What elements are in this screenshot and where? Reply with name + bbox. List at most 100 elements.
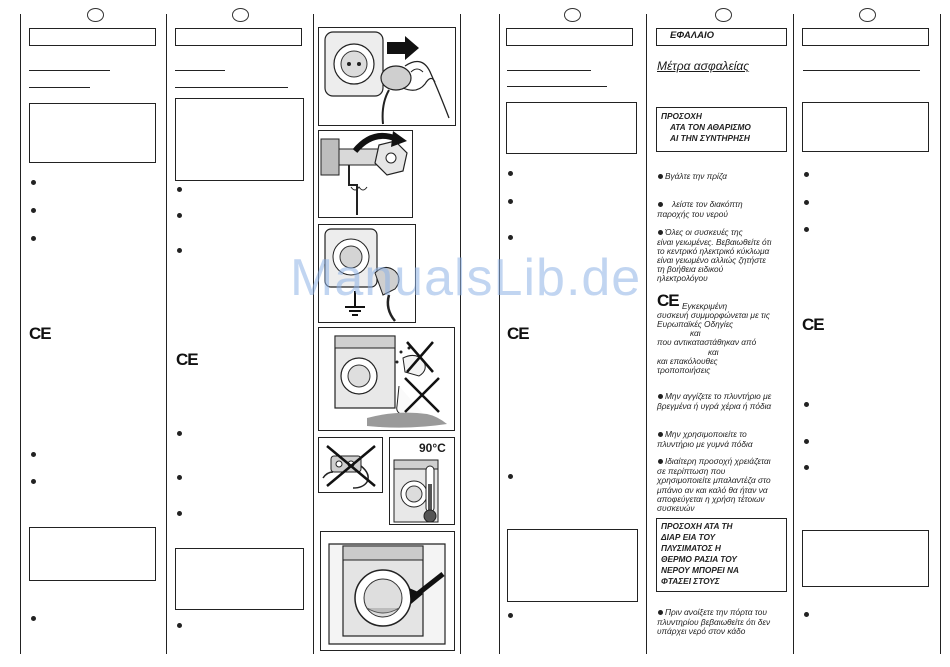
item-text: παροχής του νερού — [657, 209, 728, 219]
bullet-point — [658, 432, 663, 437]
section-underline — [175, 70, 225, 71]
column-divider — [313, 14, 314, 654]
section-underline — [175, 87, 288, 88]
section-underline — [803, 70, 920, 71]
item-text: λείστε τον διακόπτη — [672, 199, 743, 209]
section-underline — [29, 70, 110, 71]
bullet-point — [177, 431, 182, 436]
section-underline — [507, 70, 591, 71]
bullet-point — [508, 474, 513, 479]
bullet-point — [177, 623, 182, 628]
section-underline — [507, 86, 607, 87]
item-text: πλυντηρίου βεβαιωθείτε ότι δεν — [657, 617, 771, 627]
chapter-header-box — [506, 28, 633, 46]
bullet-point — [177, 213, 182, 218]
item-text: ηλεκτρολόγου — [657, 273, 708, 283]
bullet-point — [804, 439, 809, 444]
bullet-point — [177, 475, 182, 480]
bullet-point — [508, 613, 513, 618]
item-text: Ευρωπαϊκές Οδηγίες — [657, 319, 734, 329]
item-text: Ιδιαίτερη προσοχή χρειάζεται — [665, 456, 771, 466]
column-divider — [646, 14, 647, 654]
warning-line: ΠΡΟΣΟΧΗ — [661, 111, 702, 121]
temperature-label: 90°C — [419, 441, 446, 455]
warning-box — [802, 530, 929, 587]
bullet-point — [804, 227, 809, 232]
column-divider — [940, 14, 941, 654]
column-divider — [166, 14, 167, 654]
language-marker-circle — [232, 8, 249, 22]
warning-box — [29, 103, 156, 163]
chapter-title: ΕΦΑΛΑΙΟ — [670, 30, 714, 41]
item-text: συσκευή συμμορφώνεται με τις — [657, 310, 770, 320]
bullet-point — [177, 248, 182, 253]
bullet-point — [658, 394, 663, 399]
item-text: βρεγμένα ή υγρά χέρια ή πόδια — [657, 401, 772, 411]
item-text: και — [708, 347, 719, 357]
warning-box — [175, 98, 304, 181]
bullet-point — [177, 511, 182, 516]
warning-line: ΔΙΑΡ ΕΙΑ ΤΟΥ — [661, 532, 716, 542]
bullet-point — [658, 174, 663, 179]
item-text: Εγκεκριμένη — [682, 301, 728, 311]
column-divider — [793, 14, 794, 654]
chapter-header-box — [29, 28, 156, 46]
item-text: είναι γειωμένο αλλιώς ζητήστε — [657, 255, 766, 265]
language-marker-circle — [87, 8, 104, 22]
warning-box — [175, 548, 304, 610]
item-text: Μην αγγίζετε το πλυντήριο με — [665, 391, 772, 401]
ce-mark: CE — [802, 315, 825, 334]
chapter-header-box — [175, 28, 302, 46]
bullet-point — [658, 610, 663, 615]
item-text: Όλες οι συσκευές της — [665, 227, 743, 237]
warning-box-cleaning — [656, 107, 787, 152]
column-divider — [460, 14, 461, 654]
bullet-point — [804, 172, 809, 177]
bullet-point — [804, 612, 809, 617]
watermark: ManualsLib.de — [290, 249, 642, 307]
warning-line: ΦΤΑΣΕΙ ΣΤΟΥΣ — [661, 576, 720, 586]
illustration-wet-hands — [318, 327, 455, 431]
bullet-point — [508, 199, 513, 204]
item-text: και επακόλουθες — [657, 356, 718, 366]
item-text: είναι γειωμένες. Βεβαιωθείτε ότι — [657, 237, 772, 247]
language-marker-circle — [564, 8, 581, 22]
illustration-tap — [318, 130, 413, 218]
illustration-extension-lead — [318, 437, 383, 493]
warning-line: ΑΙ ΤΗΝ ΣΥΝΤΗΡΗΣΗ — [670, 133, 750, 143]
item-text: τη βοήθεια ειδικού — [657, 264, 724, 274]
item-text: Μην χρησιμοποιείτε το — [665, 429, 747, 439]
bullet-point — [804, 465, 809, 470]
item-text: αποφεύγεται η χρήση τέτοιων — [657, 494, 765, 504]
item-text: τροποποιήσεις — [657, 365, 711, 375]
item-text: που αντικαταστάθηκαν από — [657, 337, 757, 347]
bullet-point — [658, 230, 663, 235]
ce-mark: CE — [657, 291, 680, 310]
chapter-header-box — [802, 28, 929, 46]
warning-line: ΝΕΡΟΥ ΜΠΟΡΕΙ ΝΑ — [661, 565, 740, 575]
bullet-point — [31, 452, 36, 457]
bullet-point — [31, 180, 36, 185]
language-marker-circle — [715, 8, 732, 22]
warning-line: ΠΡΟΣΟΧΗ ΑΤΑ ΤΗ — [661, 521, 733, 531]
ce-mark: CE — [507, 324, 530, 343]
item-text: σε περίπτωση που — [657, 466, 726, 476]
section-underline — [29, 87, 90, 88]
illustration-unplug — [318, 27, 456, 126]
bullet-point — [508, 171, 513, 176]
chapter-header-box — [656, 28, 787, 46]
warning-line: ΠΛΥΣΙΜΑΤΟΣ Η — [661, 543, 721, 553]
item-text: Πριν ανοίξετε την πόρτα του — [665, 607, 767, 617]
bullet-point — [31, 208, 36, 213]
item-text: πλυντήριο με γυμνά πόδια — [657, 439, 753, 449]
item-text: συσκευών — [657, 503, 695, 513]
bullet-point — [31, 616, 36, 621]
illustration-door-drum — [320, 531, 455, 651]
warning-box — [802, 102, 929, 152]
item-text: Βγάλτε την πρίζα — [665, 171, 728, 181]
bullet-point — [508, 235, 513, 240]
language-marker-circle — [859, 8, 876, 22]
item-text: υπάρχει νερό στον κάδο — [657, 626, 746, 636]
warning-box — [506, 102, 637, 154]
warning-box-temperature — [656, 518, 787, 592]
